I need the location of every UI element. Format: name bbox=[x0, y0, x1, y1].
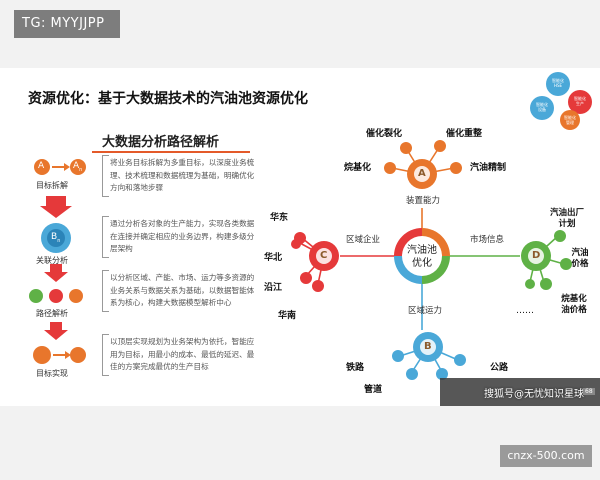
source-credit: 搜狐号@无忧知识星球 bbox=[484, 389, 584, 400]
hub-b-letter: B bbox=[424, 341, 432, 352]
node-south-china: 华南 bbox=[278, 311, 297, 321]
center-label: 汽油池优化 bbox=[407, 245, 437, 269]
dot-b2 bbox=[406, 368, 418, 380]
section-subtitle: 大数据分析路径解析 bbox=[102, 135, 220, 150]
dot-c2 bbox=[291, 239, 301, 249]
step4-circle-an bbox=[33, 346, 51, 364]
down-arrow-1 bbox=[40, 196, 72, 218]
subtitle-underline bbox=[92, 151, 250, 153]
dot-a2 bbox=[434, 140, 446, 152]
corner-label-hse: 智能化HSE bbox=[552, 78, 564, 88]
step-icons bbox=[29, 159, 86, 364]
node-gasoline-shipment-plan: 汽油出厂计划 bbox=[550, 208, 585, 229]
description-3: 以分析区域、产能、市场、运力等多资源的业务关系与数据关系为基础，以数据智能体系为… bbox=[102, 270, 260, 311]
hub-c-letter: C bbox=[320, 250, 328, 261]
corner-circle-production bbox=[568, 90, 592, 114]
node-highway: 公路 bbox=[490, 363, 509, 373]
footer-band bbox=[440, 378, 600, 406]
node-gasoline-price: 汽油价格 bbox=[571, 248, 589, 269]
node-pipeline: 管道 bbox=[364, 385, 383, 395]
center-ring bbox=[394, 228, 450, 284]
site-watermark: cnzx-500.com bbox=[500, 445, 592, 467]
step-label-1: 目标拆解 bbox=[36, 181, 68, 190]
step-label-4: 目标实现 bbox=[36, 369, 68, 378]
node-gasoline-refining: 汽油精制 bbox=[470, 163, 507, 173]
page-number: 68 bbox=[583, 388, 595, 395]
dot-c4 bbox=[312, 280, 324, 292]
corner-circle-management bbox=[560, 110, 580, 130]
step1-circle-a bbox=[34, 159, 50, 175]
node-alkylation: 烷基化 bbox=[344, 163, 372, 173]
corner-label-production: 智能化生产 bbox=[574, 96, 586, 106]
down-arrow-2 bbox=[44, 264, 68, 282]
node-riverside: 沿江 bbox=[264, 283, 283, 293]
dot-d1 bbox=[554, 230, 566, 242]
step-label-2: 关联分析 bbox=[36, 256, 68, 265]
hubs bbox=[309, 159, 551, 362]
page-title: 资源优化：基于大数据技术的汽油池资源优化 bbox=[28, 91, 308, 107]
dot-a3 bbox=[384, 162, 396, 174]
dot-c3 bbox=[300, 272, 312, 284]
dot-a1 bbox=[400, 142, 412, 154]
corner-label-equipment: 智能化设备 bbox=[536, 102, 548, 112]
node-east-china: 华东 bbox=[270, 213, 289, 223]
node-catalytic-reforming: 催化重整 bbox=[446, 129, 483, 139]
description-4: 以顶层实现规划为业务架构为依托，智能应用为目标，用最小的成本、最低的延迟、最佳的… bbox=[102, 334, 260, 375]
node-alkylate-price: 烷基化油价格 bbox=[561, 294, 587, 315]
corner-circles bbox=[530, 72, 592, 130]
edge-label-top: 装置能力 bbox=[406, 196, 441, 206]
edge-label-bottom: 区域运力 bbox=[408, 306, 443, 316]
step2-inner bbox=[47, 229, 65, 247]
hub-a-inner bbox=[414, 166, 430, 182]
edge-label-right: 市场信息 bbox=[470, 235, 505, 245]
hub-c-inner bbox=[316, 248, 332, 264]
step1-letter-an: An bbox=[73, 161, 83, 173]
description-1: 将业务目标拆解为多重目标，以深度业务梳理、技术梳理和数据梳理为基础，明确优化方向… bbox=[102, 155, 260, 196]
node-north-china: 华北 bbox=[264, 253, 283, 263]
dot-b3 bbox=[436, 368, 448, 380]
step3-circle-3 bbox=[69, 289, 83, 303]
corner-circle-hse bbox=[546, 72, 570, 96]
step3-circle-2 bbox=[49, 289, 63, 303]
corner-label-management: 智能化管理 bbox=[564, 115, 576, 125]
node-catalytic-cracking: 催化裂化 bbox=[366, 129, 403, 139]
step1-letter-a: A bbox=[38, 161, 45, 171]
slide: 资源优化：基于大数据技术的汽油池资源优化 大数据分析路径解析 A An Bn 目… bbox=[0, 68, 600, 406]
down-arrow-3 bbox=[44, 322, 68, 340]
dot-b4 bbox=[454, 354, 466, 366]
dot-d4 bbox=[525, 279, 535, 289]
step-label-3: 路径解析 bbox=[36, 309, 68, 318]
diagram-canvas bbox=[29, 72, 600, 406]
dot-b1 bbox=[392, 350, 404, 362]
hub-a-letter: A bbox=[418, 168, 426, 179]
step4-circle-a bbox=[70, 347, 86, 363]
step1-circle-an bbox=[70, 159, 86, 175]
ring-center bbox=[402, 236, 442, 276]
edge-label-left: 区域企业 bbox=[346, 235, 381, 245]
node-railway: 铁路 bbox=[346, 363, 365, 373]
step4-arrowhead bbox=[65, 351, 71, 359]
dot-d2 bbox=[560, 258, 572, 270]
tag-label: TG: MYYJJPP bbox=[14, 10, 120, 38]
node-more: …… bbox=[516, 306, 534, 316]
step3-circle-1 bbox=[29, 289, 43, 303]
hub-d-letter: D bbox=[532, 250, 541, 261]
hub-b-inner bbox=[420, 339, 436, 355]
dot-d3 bbox=[540, 278, 552, 290]
hub-d-inner bbox=[528, 248, 544, 264]
satellite-dots bbox=[291, 140, 572, 380]
dot-a4 bbox=[450, 162, 462, 174]
step2-letter-bn: Bn bbox=[51, 232, 61, 244]
corner-circle-equipment bbox=[530, 96, 554, 120]
step1-arrowhead bbox=[64, 163, 70, 171]
description-2: 通过分析各对象的生产能力，实现各类数据在连接并确定相应的业务边界，构建多级分层架… bbox=[102, 216, 260, 257]
